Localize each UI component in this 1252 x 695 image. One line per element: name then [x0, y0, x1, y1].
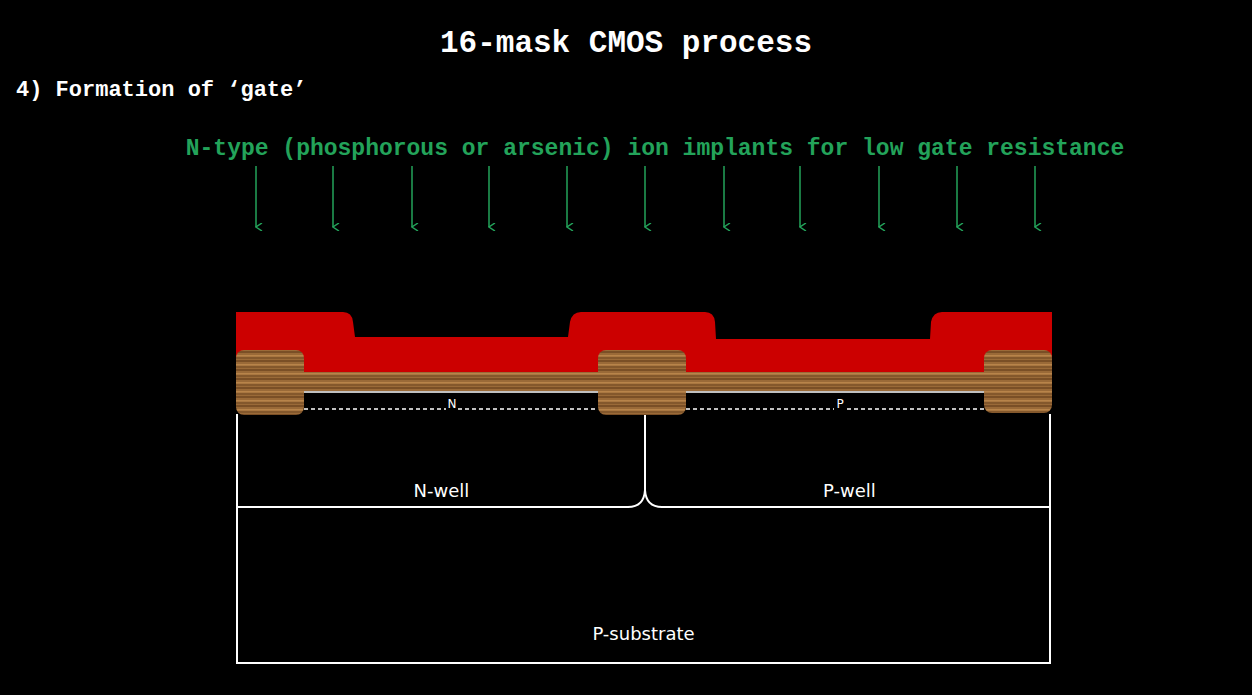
field-oxide	[984, 350, 1052, 413]
silicon-surface	[304, 392, 984, 409]
region-label: P-well	[823, 480, 876, 501]
doping-label-box: N	[402, 393, 502, 412]
implant-arrows	[256, 166, 1035, 227]
field-oxide	[598, 350, 686, 415]
region-label: P-substrate	[592, 623, 694, 644]
implant-note: N-type (phosphorous or arsenic) ion impl…	[186, 136, 1125, 162]
implant-note-box: N-type (phosphorous or arsenic) ion impl…	[100, 136, 1210, 162]
field-oxide	[236, 350, 304, 415]
doping-label: N	[446, 397, 459, 411]
slide-title: 16-mask CMOS process	[440, 26, 812, 61]
title-box: 16-mask CMOS process	[0, 26, 1252, 61]
step-heading: 4) Formation of ‘gate’	[16, 78, 306, 103]
step-heading-box: 4) Formation of ‘gate’	[16, 78, 616, 103]
doping-label-box: P	[790, 393, 890, 412]
region-label: N-well	[414, 480, 470, 501]
n-well-region: N-well	[238, 414, 645, 506]
substrate-region: P-substrate N-well P-well	[236, 414, 1051, 664]
doping-label: P	[834, 397, 845, 411]
well-boundary	[236, 415, 1050, 507]
p-well-region: P-well	[648, 414, 1051, 506]
